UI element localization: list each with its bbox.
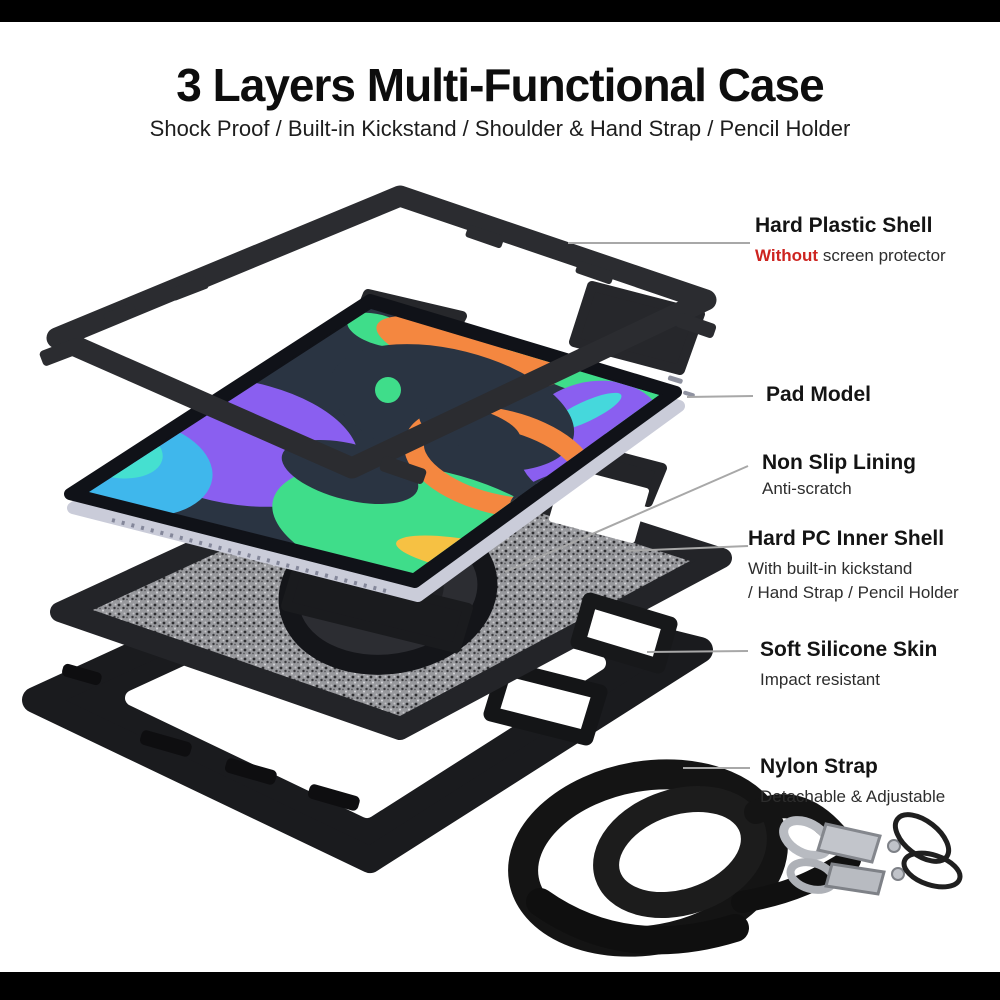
annotation-pad-model: Pad Model [766, 382, 871, 407]
annotation-hard-plastic-shell: Hard Plastic Shell Without screen protec… [755, 213, 946, 266]
annotation-note: Impact resistant [760, 670, 880, 689]
page-subtitle: Shock Proof / Built-in Kickstand / Shoul… [149, 116, 851, 141]
leader-non-slip-lining [504, 465, 749, 573]
annotation-nylon-strap: Nylon Strap Detachable & Adjustable [760, 754, 945, 807]
frame-clip-tabs [39, 224, 717, 484]
annotation-title: Hard PC Inner Shell [748, 527, 945, 550]
annotation-soft-silicone-skin: Soft Silicone Skin Impact resistant [760, 637, 937, 690]
pencil-holder-loop [483, 660, 608, 746]
annotation-note: / Hand Strap / Pencil Holder [748, 583, 959, 602]
shell-side-loop [570, 592, 678, 674]
annotation-note: With built-in kickstand [748, 559, 913, 578]
annotation-note: Anti-scratch [762, 479, 852, 498]
hard-plastic-shell-illustration [39, 185, 717, 484]
nylon-strap-illustration [508, 759, 963, 957]
leader-soft-silicone-skin [646, 650, 749, 653]
annotation-title: Nylon Strap [760, 755, 878, 778]
annotation-title: Soft Silicone Skin [760, 638, 938, 661]
leader-pad-model [686, 395, 754, 398]
annotation-note-accent: Without [755, 246, 819, 265]
letterbox-bottom [0, 972, 1000, 1000]
annotation-note: Without screen protector [755, 246, 946, 265]
annotation-title: Hard Plastic Shell [755, 214, 933, 237]
cord-loops [892, 812, 963, 890]
corner-bumper-slots [62, 663, 360, 811]
leader-lines [504, 242, 754, 769]
annotation-title: Pad Model [766, 383, 872, 406]
annotation-note: Detachable & Adjustable [760, 787, 946, 806]
letterbox-top [0, 0, 1000, 22]
annotation-title: Non Slip Lining [762, 451, 916, 474]
metal-clasps [779, 816, 905, 896]
strap-coil-inner [593, 785, 767, 919]
annotation-hard-pc-inner-shell: Hard PC Inner Shell With built-in kickst… [748, 526, 959, 603]
side-buttons [667, 375, 695, 398]
annotation-non-slip-lining: Non Slip Lining Anti-scratch [762, 450, 916, 499]
leader-hard-pc-inner-shell [625, 545, 749, 552]
page-title: 3 Layers Multi-Functional Case [176, 59, 824, 111]
